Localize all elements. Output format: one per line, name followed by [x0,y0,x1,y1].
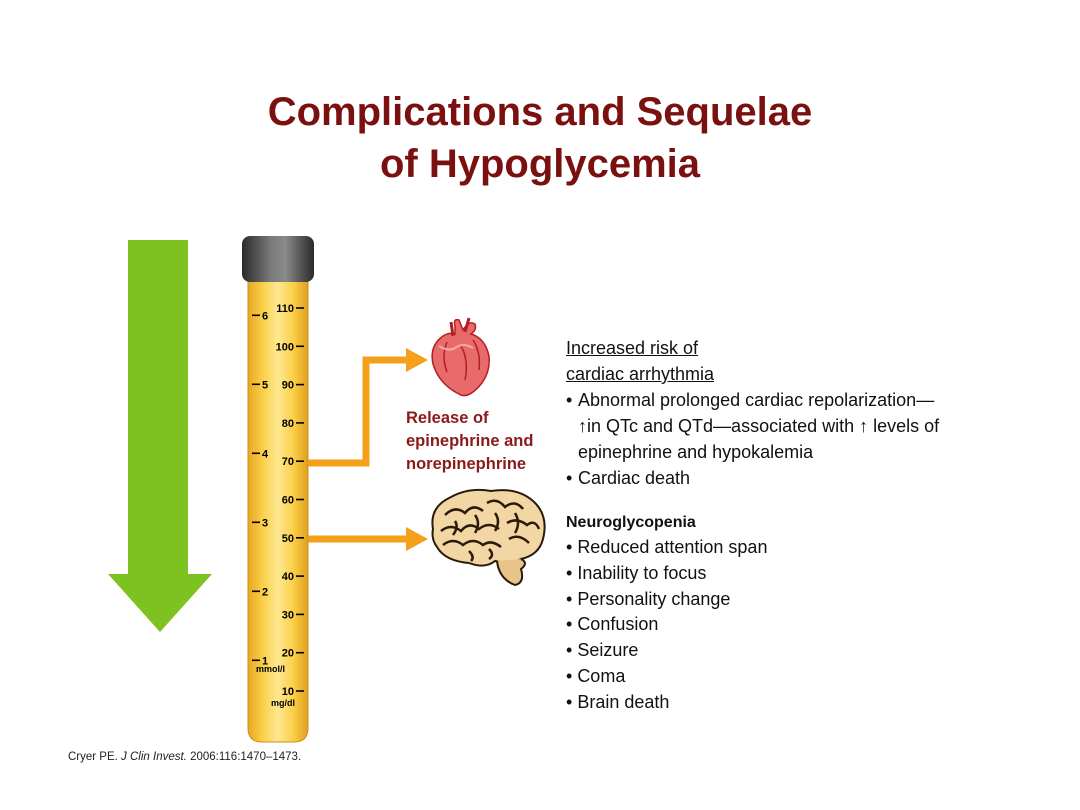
neuro-heading: Neuroglycopenia [566,514,696,531]
neuro-item: • Coma [566,665,626,686]
mmol-tick-label: 5 [262,379,268,391]
mg-tick-label: 10 [282,686,294,698]
mg-tick-label: 110 [276,303,294,315]
cardiac-block: Increased risk of cardiac arrhythmia • A… [566,335,939,491]
mg-unit-label: mg/dl [271,698,295,708]
heart-icon [431,317,490,397]
neuro-item: • Inability to focus [566,562,707,583]
neuroglycopenia-block: Neuroglycopenia • Reduced attention span… [566,511,767,716]
cardiac-bullet-1-line-1: Abnormal prolonged cardiac repolarizatio… [578,390,935,410]
neuro-item-text: Reduced attention span [577,537,768,557]
slide-title: Complications and Sequelae of Hypoglycem… [0,86,1080,190]
mg-tick-label: 40 [282,571,294,583]
citation-details: 2006:116:1470–1473. [190,751,302,763]
neuro-item-text: Brain death [577,691,670,712]
bullet-icon: • [566,468,573,488]
citation-author: Cryer PE. [68,751,118,763]
title-line-1: Complications and Sequelae [267,90,813,134]
mg-tick-label: 100 [276,341,294,353]
cardiac-bullet-1-line-3: epinephrine and hypokalemia [578,442,814,462]
citation: Cryer PE. J Clin Invest. 2006:116:1470–1… [68,751,301,763]
neuro-item-text: Seizure [577,640,639,661]
green-down-arrow-icon [108,240,212,632]
mmol-tick-label: 2 [262,586,268,598]
mg-tick-label: 30 [282,609,294,621]
mg-tick-label: 50 [282,533,294,545]
mmol-unit-label: mmol/l [256,664,285,674]
lower-arrowhead [406,527,428,551]
neuro-item: • Seizure [566,640,639,661]
mg-tick-label: 20 [282,648,294,660]
neuro-item: • Brain death [566,691,670,712]
neuro-item: • Reduced attention span [566,537,768,557]
cardiac-bullet-2: • Cardiac death [566,465,939,491]
release-label: Release of epinephrine and norepinephrin… [406,407,533,476]
cardiac-bullet-2-text: Cardiac death [578,468,691,488]
upper-arrowhead [406,348,428,372]
neuro-item-text: Coma [577,665,626,686]
citation-journal: J Clin Invest. [121,751,187,763]
bullet-icon: • [566,390,573,410]
neuro-item: • Personality change [566,588,731,609]
mmol-tick-label: 1 [262,655,268,667]
cardiac-bullet-1-line-2: ↑in QTc and QTd—associated with ↑ levels… [578,416,940,436]
neuro-item: • Confusion [566,614,659,635]
mmol-tick-label: 4 [262,448,269,460]
mg-tick-label: 80 [282,418,294,430]
mmol-tick-label: 6 [262,310,268,322]
cardiac-heading-line-2: cardiac arrhythmia [566,364,715,384]
cardiac-bullet-1: • Abnormal prolonged cardiac repolarizat… [566,387,939,413]
neuro-item-text: Inability to focus [577,562,707,583]
title-line-2: of Hypoglycemia [379,142,701,186]
upper-flow-arrow [308,356,408,467]
release-line-2: epinephrine and [406,432,534,450]
brain-icon [431,488,546,587]
neuro-item-text: Personality change [577,588,731,609]
release-line-1: Release of [406,409,489,427]
mg-tick-label: 60 [282,495,294,507]
mmol-tick-label: 3 [262,517,268,529]
mg-tick-label: 90 [282,380,294,392]
mg-tick-label: 70 [282,456,294,468]
release-line-3: norepinephrine [406,455,527,473]
neuro-item-text: Confusion [577,614,659,635]
cardiac-heading-line-1: Increased risk of [566,338,699,358]
